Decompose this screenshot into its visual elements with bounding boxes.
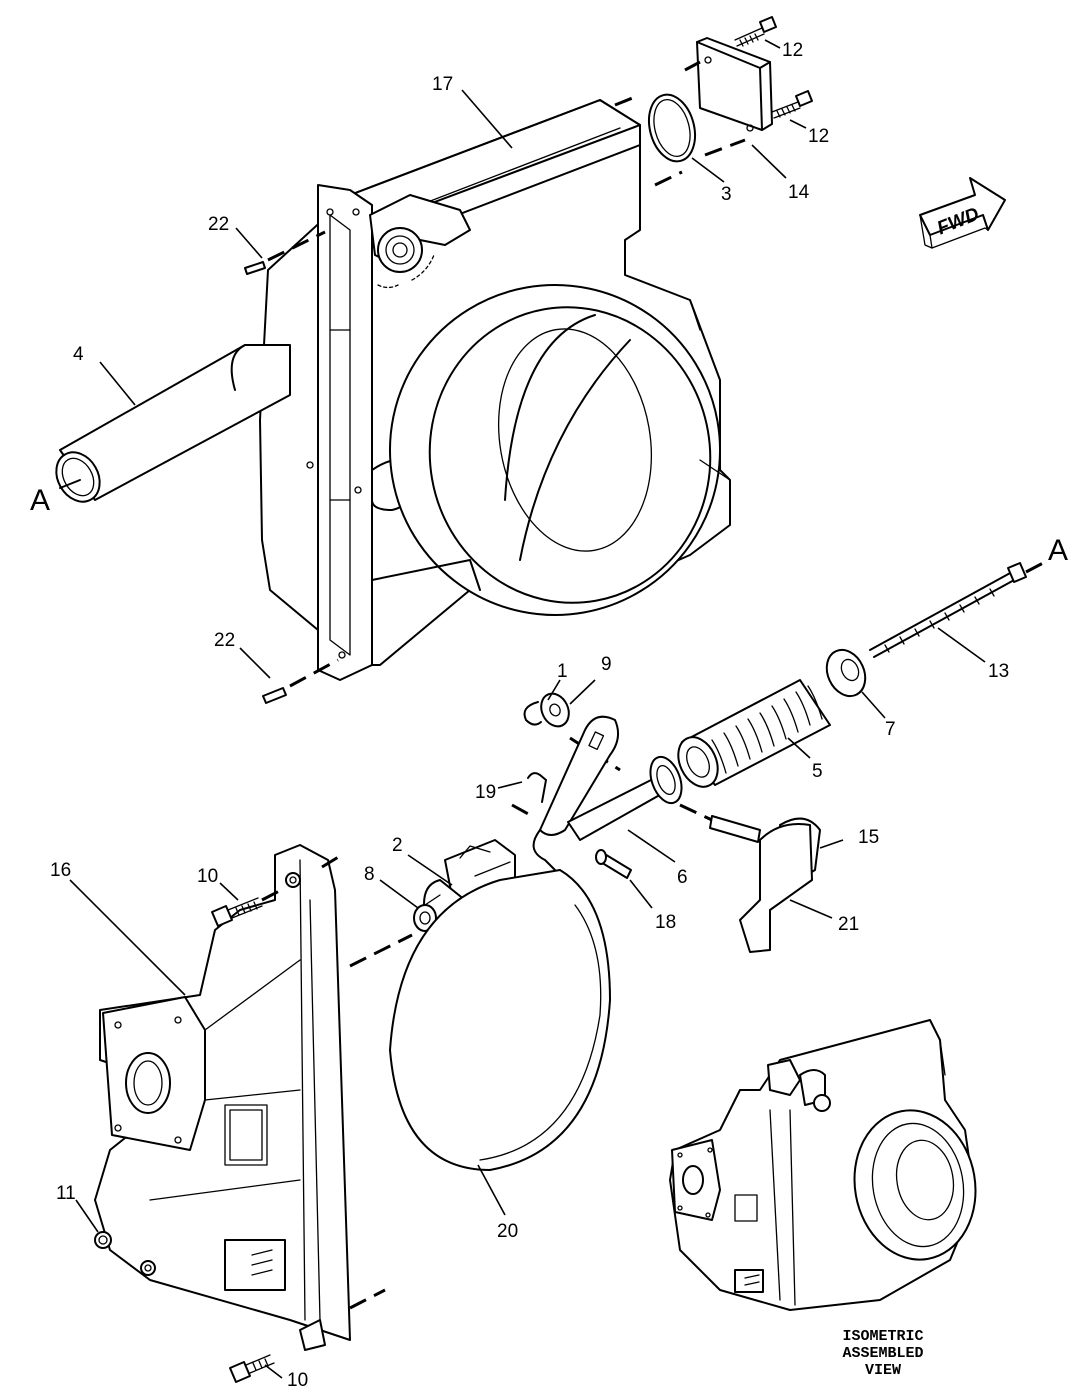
axis-line — [321, 851, 346, 869]
callout-10-upper: 10 — [197, 866, 218, 887]
axis-line — [704, 138, 746, 157]
section-mark-a-right: A — [1048, 534, 1068, 567]
callout-9: 9 — [601, 654, 612, 675]
callout-20: 20 — [497, 1221, 518, 1242]
cover-plate-part-14 — [696, 37, 773, 132]
callout-5: 5 — [812, 761, 823, 782]
callout-13: 13 — [988, 661, 1009, 682]
callout-8: 8 — [364, 864, 375, 885]
callout-12-upper: 12 — [782, 40, 803, 61]
axis-line — [679, 803, 713, 822]
callout-22-upper: 22 — [208, 214, 229, 235]
callout-1: 1 — [557, 661, 568, 682]
clip-part-1 — [523, 701, 542, 726]
caption-line-2: ASSEMBLED — [842, 1345, 923, 1362]
forward-arrow-icon: FWD — [919, 177, 1006, 249]
callout-14: 14 — [788, 182, 810, 203]
pin-part-18 — [595, 849, 632, 879]
cam-plate-part-21 — [739, 823, 813, 953]
rod-part-13 — [869, 560, 1046, 658]
callout-10-lower: 10 — [287, 1370, 308, 1391]
callout-11: 11 — [56, 1183, 76, 1204]
spring-pin-part-19 — [511, 772, 547, 817]
axis-line — [684, 60, 701, 72]
axis-line — [614, 93, 641, 107]
housing-part-17 — [259, 99, 731, 681]
callout-17: 17 — [432, 74, 453, 95]
callout-2: 2 — [392, 835, 403, 856]
callout-3: 3 — [721, 184, 732, 205]
pipe-part-4 — [55, 344, 291, 503]
pin-part-22-lower — [262, 658, 339, 704]
washer-part-9 — [540, 692, 570, 728]
seal-part-3 — [647, 93, 697, 163]
screw-part-12-lower — [771, 90, 813, 119]
caption-line-1: ISOMETRIC — [842, 1328, 923, 1345]
callout-12-lower: 12 — [808, 126, 829, 147]
screw-part-10-upper — [211, 886, 286, 927]
cover-part-16 — [94, 844, 351, 1351]
callout-6: 6 — [677, 867, 688, 888]
callout-16: 16 — [50, 860, 71, 881]
callout-4: 4 — [73, 344, 84, 365]
axis-line — [349, 1288, 386, 1310]
section-line-a — [59, 479, 81, 489]
leader-lines — [69, 39, 986, 1379]
axis-line — [349, 933, 413, 968]
callout-21: 21 — [838, 914, 859, 935]
callout-7: 7 — [885, 719, 896, 740]
callout-19: 19 — [475, 782, 496, 803]
spring-part-5 — [677, 679, 831, 788]
callout-18: 18 — [655, 912, 676, 933]
lever-part-6 — [484, 715, 683, 951]
assembled-view-illustration — [669, 1019, 977, 1311]
callout-15: 15 — [858, 827, 879, 848]
screw-part-10-lower — [229, 1354, 275, 1383]
section-mark-a-left: A — [30, 484, 50, 517]
caption-line-3: VIEW — [865, 1362, 901, 1379]
pin-part-22-upper — [244, 230, 326, 275]
washer-part-7 — [825, 648, 867, 698]
screw-part-12-upper — [734, 16, 777, 47]
axis-line — [654, 170, 683, 187]
callout-22-lower: 22 — [214, 630, 235, 651]
valve-disc-part-20 — [389, 869, 611, 1171]
